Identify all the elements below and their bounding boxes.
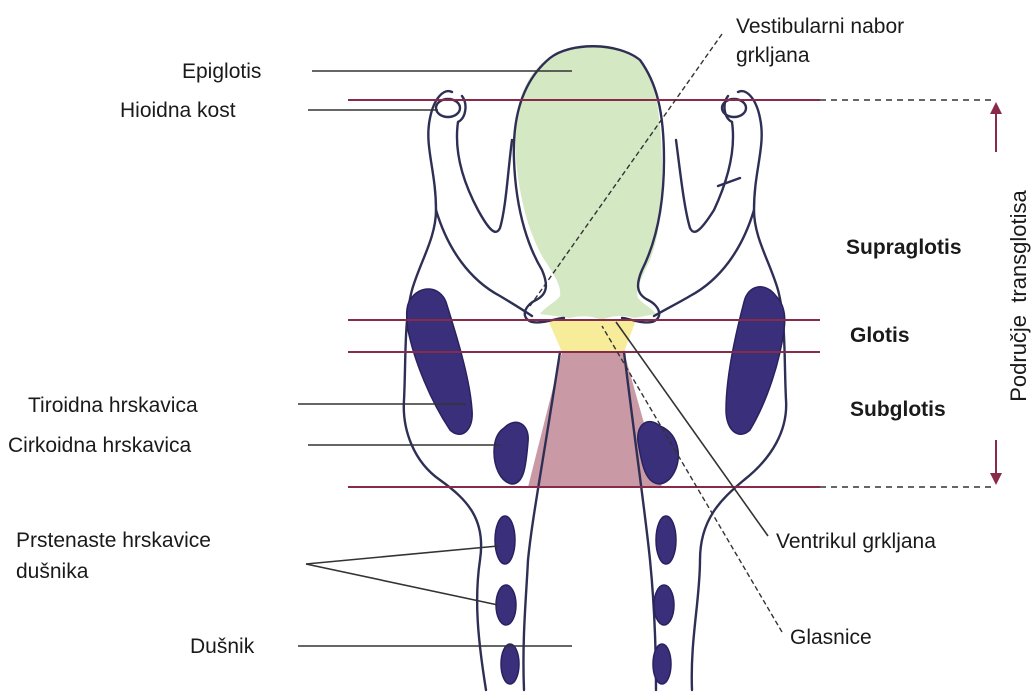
right-thyroid-cartilage (726, 287, 785, 434)
right-hyoid-notch (718, 178, 740, 186)
left-tracheal-ring-2 (496, 585, 516, 625)
label-cirkoidna: Cirkoidna hrskavica (8, 434, 192, 457)
label-ventrikul: Ventrikul grkljana (776, 530, 936, 553)
left-hyoid-bone (436, 99, 460, 117)
left-cricoid-cartilage (494, 422, 528, 484)
transglottic-arrowhead-top (990, 102, 1002, 114)
label-prstenaste-line1: Prstenaste hrskavice (16, 529, 211, 552)
left-thyroid-cartilage (407, 289, 473, 434)
label-dusnik: Dušnik (190, 635, 255, 658)
right-tracheal-ring-2 (654, 585, 674, 625)
left-thyroid-wing (436, 210, 532, 316)
label-epiglotis: Epiglotis (182, 60, 261, 83)
left-tracheal-ring-3 (501, 644, 519, 684)
label-glotis: Glotis (850, 324, 910, 347)
label-hioidna-kost: Hioidna kost (120, 99, 236, 122)
left-tracheal-ring-1 (495, 516, 515, 564)
right-tracheal-ring-1 (656, 516, 676, 564)
label-tiroidna: Tiroidna hrskavica (28, 394, 198, 417)
label-supraglotis: Supraglotis (846, 236, 962, 259)
label-podrucje-transglotisa: Područje transglotisa (1006, 189, 1031, 401)
label-prstenaste-line2: dušnika (16, 560, 89, 583)
leader-prstenaste-2 (306, 564, 498, 605)
label-glasnice: Glasnice (790, 626, 872, 649)
right-tracheal-ring-3 (653, 644, 671, 684)
label-vestibularni-line2: grkljana (736, 44, 810, 67)
transglottic-arrowhead-bottom (990, 473, 1002, 485)
label-vestibularni-line1: Vestibularni nabor (736, 15, 904, 38)
leader-prstenaste-1 (306, 546, 498, 564)
label-subglotis: Subglotis (850, 398, 946, 421)
glottic-region (548, 320, 636, 352)
